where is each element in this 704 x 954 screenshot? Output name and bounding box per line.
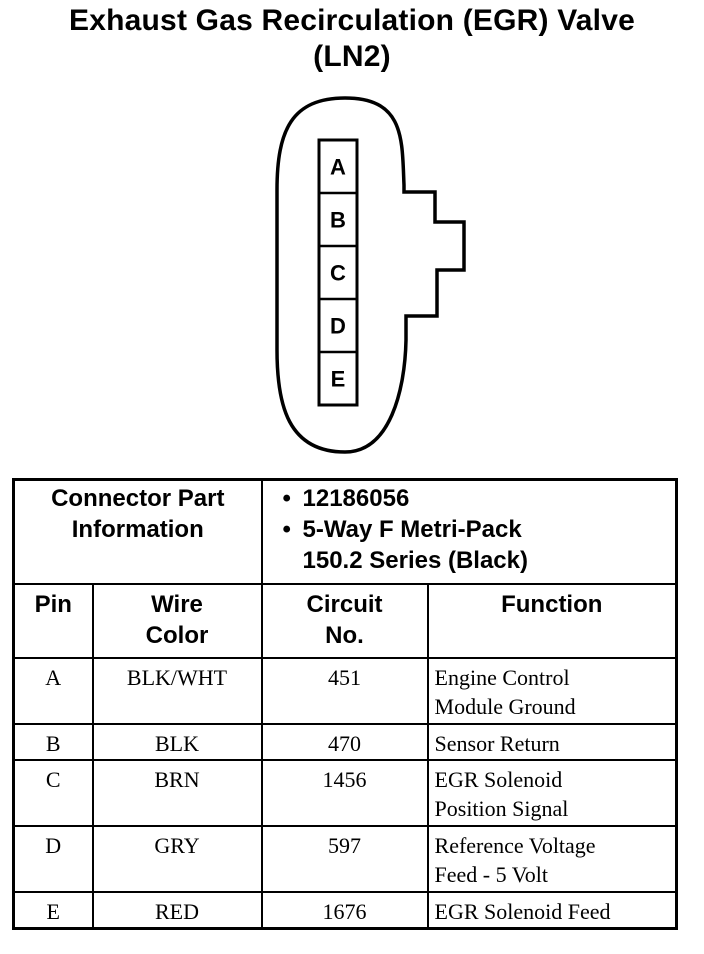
connector-body-outline — [275, 96, 466, 454]
row-function: Sensor Return — [434, 730, 560, 756]
connector-type: 5-Way F Metri-Pack — [283, 514, 676, 545]
pin-label-d: D — [330, 314, 346, 339]
header-circuit-line2: No. — [325, 621, 364, 649]
row-wire-color: BLK/WHT — [126, 664, 228, 690]
row-function-line2: Feed - 5 Volt — [434, 861, 548, 887]
row-wire-color: RED — [155, 898, 199, 924]
row-circuit: 1456 — [322, 766, 367, 792]
row-circuit: 470 — [328, 730, 362, 756]
row-circuit: 1676 — [322, 898, 367, 924]
pin-cavity-strip — [317, 138, 359, 407]
connector-series: 150.2 Series (Black) — [302, 547, 528, 574]
row-pin: E — [46, 898, 60, 924]
row-function-line1: Engine Control — [434, 664, 570, 690]
row-function-line1: EGR Solenoid — [434, 766, 563, 792]
row-function-line2: Position Signal — [434, 795, 569, 821]
connector-info-label: Connector Part Information — [12, 478, 263, 585]
header-circuit-line1: Circuit — [306, 590, 383, 618]
row-function: EGR Solenoid Feed — [434, 898, 611, 924]
connector-info-row: Connector Part Information 12186056 5-Wa… — [12, 478, 678, 585]
row-wire-color: BRN — [154, 766, 200, 792]
diagram-title: Exhaust Gas Recirculation (EGR) Valve — [69, 4, 635, 37]
pin-label-e: E — [331, 367, 346, 392]
header-pin-label: Pin — [34, 590, 72, 618]
header-function-label: Function — [501, 590, 603, 618]
row-pin: B — [45, 730, 61, 756]
diagram-subtitle: (LN2) — [313, 40, 391, 73]
table-row: E RED 1676 EGR Solenoid Feed — [12, 890, 678, 929]
row-pin: C — [45, 766, 61, 792]
row-circuit: 451 — [328, 664, 362, 690]
pin-label-c: C — [330, 261, 346, 286]
row-function-line2: Module Ground — [434, 693, 576, 719]
pin-label-b: B — [330, 208, 346, 233]
row-circuit: 597 — [328, 832, 362, 858]
header-pin: Pin — [12, 582, 94, 659]
header-wire-color-line1: Wire — [151, 590, 203, 618]
connector-info-value: 12186056 5-Way F Metri-Pack 150.2 Series… — [260, 478, 678, 585]
part-number: 12186056 — [283, 483, 676, 514]
connector-info-label-line1: Connector Part — [51, 485, 225, 512]
table-header-row: Pin Wire Color Circuit No. Function — [12, 582, 678, 659]
header-function: Function — [426, 582, 678, 659]
header-wire-color: Wire Color — [91, 582, 263, 659]
table-row: B BLK 470 Sensor Return — [12, 722, 678, 761]
row-function-line1: Reference Voltage — [434, 832, 596, 858]
connector-diagram: A B C D E — [275, 96, 466, 454]
connector-pin-table: Connector Part Information 12186056 5-Wa… — [12, 478, 679, 930]
row-pin: D — [45, 832, 62, 858]
pin-label-a: A — [330, 155, 346, 180]
header-wire-color-line2: Color — [145, 621, 209, 649]
connector-info-label-line2: Information — [71, 516, 204, 543]
header-circuit-no: Circuit No. — [260, 582, 429, 659]
row-wire-color: GRY — [154, 832, 200, 858]
row-pin: A — [45, 664, 62, 690]
row-wire-color: BLK — [155, 730, 199, 756]
